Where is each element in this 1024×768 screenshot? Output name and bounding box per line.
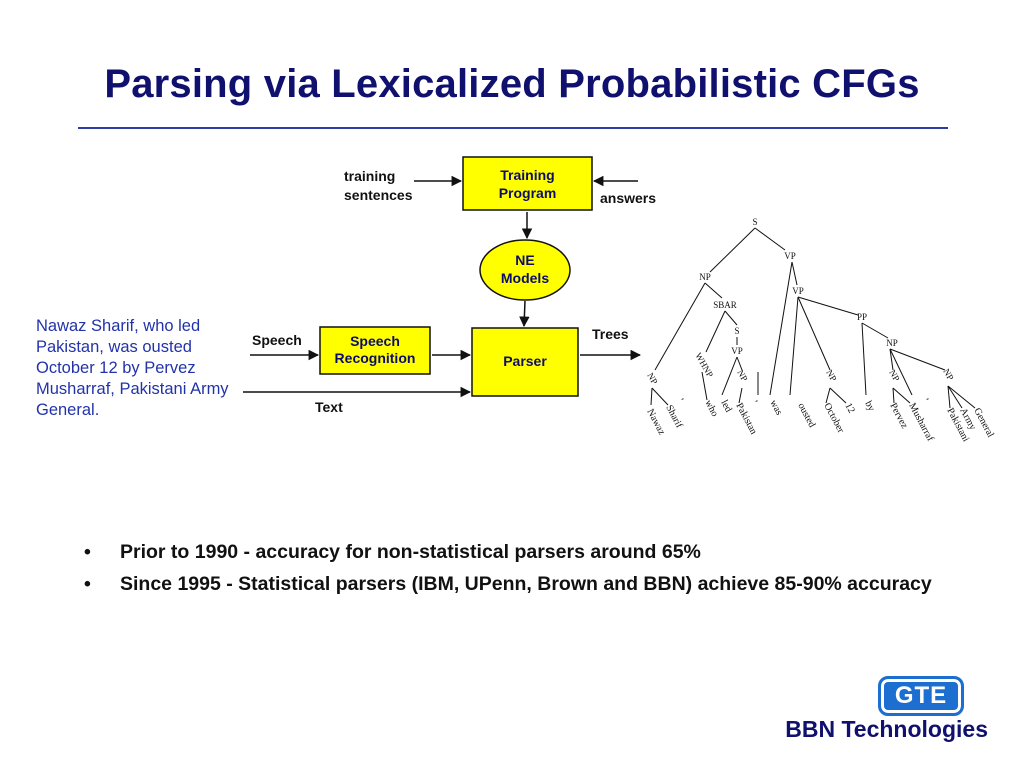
arrow-models-to-parser bbox=[519, 300, 530, 328]
tree-node-s-embedded: S bbox=[734, 326, 739, 336]
tree-node-vp-2: VP bbox=[792, 286, 804, 296]
tree-word: was bbox=[767, 398, 784, 417]
training-program-box bbox=[462, 156, 593, 211]
bullet-dot: • bbox=[84, 573, 91, 595]
bullet-item: • Prior to 1990 - accuracy for non-stati… bbox=[84, 540, 944, 564]
training-program-label-line1: Training bbox=[500, 167, 554, 183]
tree-node-vp-1: VP bbox=[784, 251, 796, 261]
bullet-list: • Prior to 1990 - accuracy for non-stati… bbox=[84, 540, 944, 604]
example-sentence: Nawaz Sharif, who led Pakistan, was oust… bbox=[36, 317, 229, 419]
ne-models-label-line2: Models bbox=[501, 270, 549, 286]
tree-word: led bbox=[718, 398, 733, 414]
tree-word: Nawaz bbox=[644, 407, 667, 437]
tree-word: Musharraf bbox=[906, 401, 936, 444]
bullet-text: Prior to 1990 - accuracy for non-statist… bbox=[120, 541, 701, 563]
tree-word: , bbox=[924, 394, 935, 401]
tree-node-np-object: NP bbox=[886, 338, 898, 348]
tree-word: ousted bbox=[795, 401, 817, 429]
tree-node-np-subject: NP bbox=[699, 272, 711, 282]
training-program-label-line2: Program bbox=[499, 185, 557, 201]
ne-models-ellipse bbox=[479, 239, 571, 301]
parser-label: Parser bbox=[503, 353, 547, 369]
tree-word: , bbox=[679, 394, 690, 401]
company-name: BBN Technologies bbox=[785, 716, 988, 742]
training-sentences-label-line2: sentences bbox=[344, 187, 413, 203]
tree-node-np-pakistan: NP bbox=[735, 368, 749, 383]
tree-word: who bbox=[702, 398, 720, 418]
tree-word: , bbox=[753, 396, 764, 403]
tree-word: by bbox=[862, 399, 876, 413]
parse-tree bbox=[650, 227, 976, 409]
tree-node-np-general: NP bbox=[941, 367, 955, 382]
speech-recognition-box bbox=[319, 326, 431, 375]
bullet-item: • Since 1995 - Statistical parsers (IBM,… bbox=[84, 572, 944, 596]
bullet-text: Since 1995 - Statistical parsers (IBM, U… bbox=[120, 573, 932, 595]
tree-node-vp-embedded: VP bbox=[731, 346, 743, 356]
tree-node-np-nawaz-sharif: NP bbox=[645, 371, 659, 386]
gte-logo: GTE bbox=[878, 676, 964, 716]
tree-words: Nawaz Sharif , who led Pakistan , was ou… bbox=[644, 394, 996, 444]
tree-word: 12 bbox=[842, 401, 856, 415]
tree-word: Pakistan bbox=[733, 401, 759, 436]
tree-node-np-pervez: NP bbox=[887, 368, 901, 383]
slide-title: Parsing via Lexicalized Probabilistic CF… bbox=[104, 62, 920, 106]
tree-node-whnp: WHNP bbox=[693, 351, 715, 379]
tree-word: Sharif bbox=[663, 403, 685, 430]
speech-label: Speech bbox=[252, 332, 302, 348]
title-divider bbox=[78, 127, 948, 129]
trees-label: Trees bbox=[592, 326, 629, 342]
parser-box bbox=[471, 327, 579, 397]
speech-recognition-label-line1: Speech bbox=[350, 333, 400, 349]
text-label: Text bbox=[315, 399, 343, 415]
tree-node-np-october: NP bbox=[824, 368, 838, 383]
tree-node-pp: PP bbox=[857, 312, 867, 322]
ne-models-label-line1: NE bbox=[515, 252, 534, 268]
speech-recognition-label-line2: Recognition bbox=[335, 350, 416, 366]
training-sentences-label-line1: training bbox=[344, 168, 395, 184]
bullet-dot: • bbox=[84, 541, 91, 563]
tree-node-sbar: SBAR bbox=[713, 300, 737, 310]
answers-label: answers bbox=[600, 190, 656, 206]
tree-node-s-root: S bbox=[752, 217, 757, 227]
